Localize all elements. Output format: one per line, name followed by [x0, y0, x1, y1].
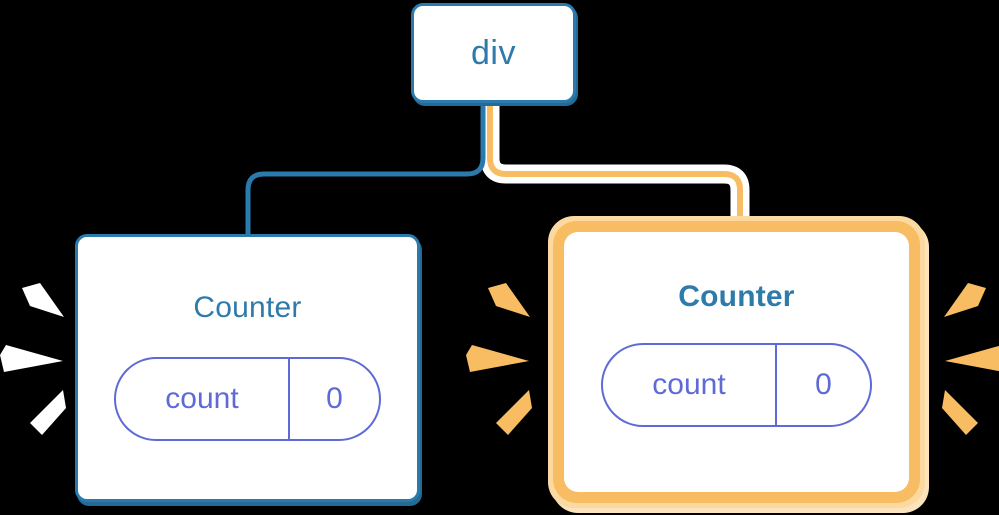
state-pill-left: count 0 [114, 357, 381, 441]
edge-div-to-counter-right-halo [480, 103, 750, 232]
edge-div-to-counter-right [487, 103, 743, 232]
node-counter-right[interactable]: Counter count 0 [564, 232, 909, 492]
node-counter-right-title: Counter [678, 280, 795, 313]
state-pill-right-value: 0 [775, 345, 870, 425]
state-pill-left-value: 0 [288, 359, 379, 439]
node-div-label: div [471, 34, 516, 72]
node-counter-left-title: Counter [193, 291, 302, 324]
state-pill-right-key: count [652, 368, 726, 401]
state-pill-left-key: count [165, 382, 239, 415]
node-div[interactable]: div [411, 3, 576, 103]
state-pill-right: count 0 [601, 343, 872, 427]
node-counter-left[interactable]: Counter count 0 [75, 234, 420, 502]
edge-div-to-counter-left [245, 103, 486, 240]
